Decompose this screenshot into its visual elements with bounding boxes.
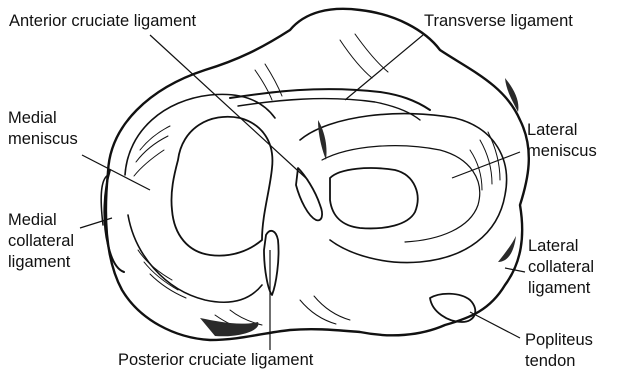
label-lateral-meniscus: Lateral meniscus xyxy=(527,120,597,162)
lateral-articular-surface xyxy=(330,168,418,228)
lateral-meniscus-leader xyxy=(452,152,520,178)
label-line: ligament xyxy=(528,278,594,299)
pcl-insertion xyxy=(264,231,279,295)
label-line: collateral xyxy=(8,231,74,252)
label-line: Lateral xyxy=(528,236,594,257)
label-text: Posterior cruciate ligament xyxy=(118,350,313,371)
hatching xyxy=(134,34,500,330)
label-line: ligament xyxy=(8,252,74,273)
label-line: Medial xyxy=(8,210,74,231)
medial-articular-surface xyxy=(171,117,272,256)
label-medial-meniscus: Medial meniscus xyxy=(8,108,78,150)
label-line: collateral xyxy=(528,257,594,278)
label-line: Medial xyxy=(8,108,78,129)
label-anterior-cruciate-ligament: Anterior cruciate ligament xyxy=(9,11,196,32)
label-text: Transverse ligament xyxy=(424,11,573,32)
label-text: Anterior cruciate ligament xyxy=(9,11,196,32)
acl-leader xyxy=(150,35,308,180)
label-line: meniscus xyxy=(527,141,597,162)
label-lateral-collateral-ligament: Lateral collateral ligament xyxy=(528,236,594,299)
label-line: tendon xyxy=(525,351,593,372)
transverse-ligament-band xyxy=(230,89,430,110)
lateral-meniscus xyxy=(300,114,507,263)
label-transverse-ligament: Transverse ligament xyxy=(424,11,573,32)
acl-insertion xyxy=(296,168,322,220)
transverse-leader xyxy=(345,35,423,100)
label-medial-collateral-ligament: Medial collateral ligament xyxy=(8,210,74,273)
plateau-outline xyxy=(106,9,529,340)
label-line: Lateral xyxy=(527,120,597,141)
popliteus-leader xyxy=(470,312,520,338)
label-posterior-cruciate-ligament: Posterior cruciate ligament xyxy=(118,350,313,371)
label-line: Popliteus xyxy=(525,330,593,351)
label-line: meniscus xyxy=(8,129,78,150)
medial-meniscus-leader xyxy=(82,155,150,190)
label-popliteus-tendon: Popliteus tendon xyxy=(525,330,593,372)
